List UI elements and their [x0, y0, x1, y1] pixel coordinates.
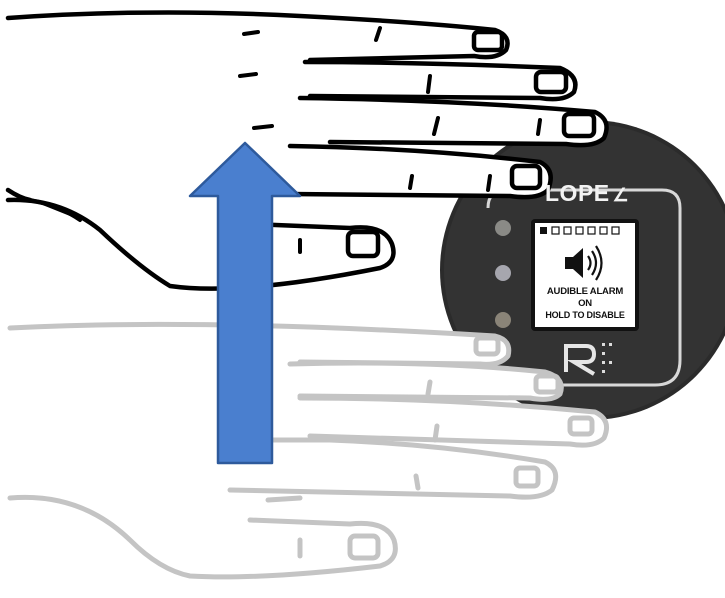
led-3: [495, 312, 511, 328]
brand-logo-icon: [564, 344, 597, 376]
angle-icon: ∠: [612, 185, 630, 205]
screen: [535, 223, 635, 327]
led-2: [495, 265, 511, 281]
hand-creases: [28, 26, 542, 254]
brand-label-text: LOPE: [545, 180, 610, 206]
led-1: [495, 220, 511, 236]
swipe-up-arrow: [188, 141, 302, 465]
screen-line-2: ON: [578, 298, 592, 309]
screen-line-3: HOLD TO DISABLE: [545, 310, 625, 320]
hand-icon: [5, 10, 609, 291]
indicator-row: [540, 226, 620, 235]
brand-label: LOPE∠: [545, 180, 629, 207]
logo-dots: [602, 343, 612, 373]
screen-message: AUDIBLE ALARM ON HOLD TO DISABLE: [535, 286, 635, 326]
screen-line-1: AUDIBLE ALARM: [546, 286, 624, 297]
speaker-icon: [565, 245, 603, 281]
